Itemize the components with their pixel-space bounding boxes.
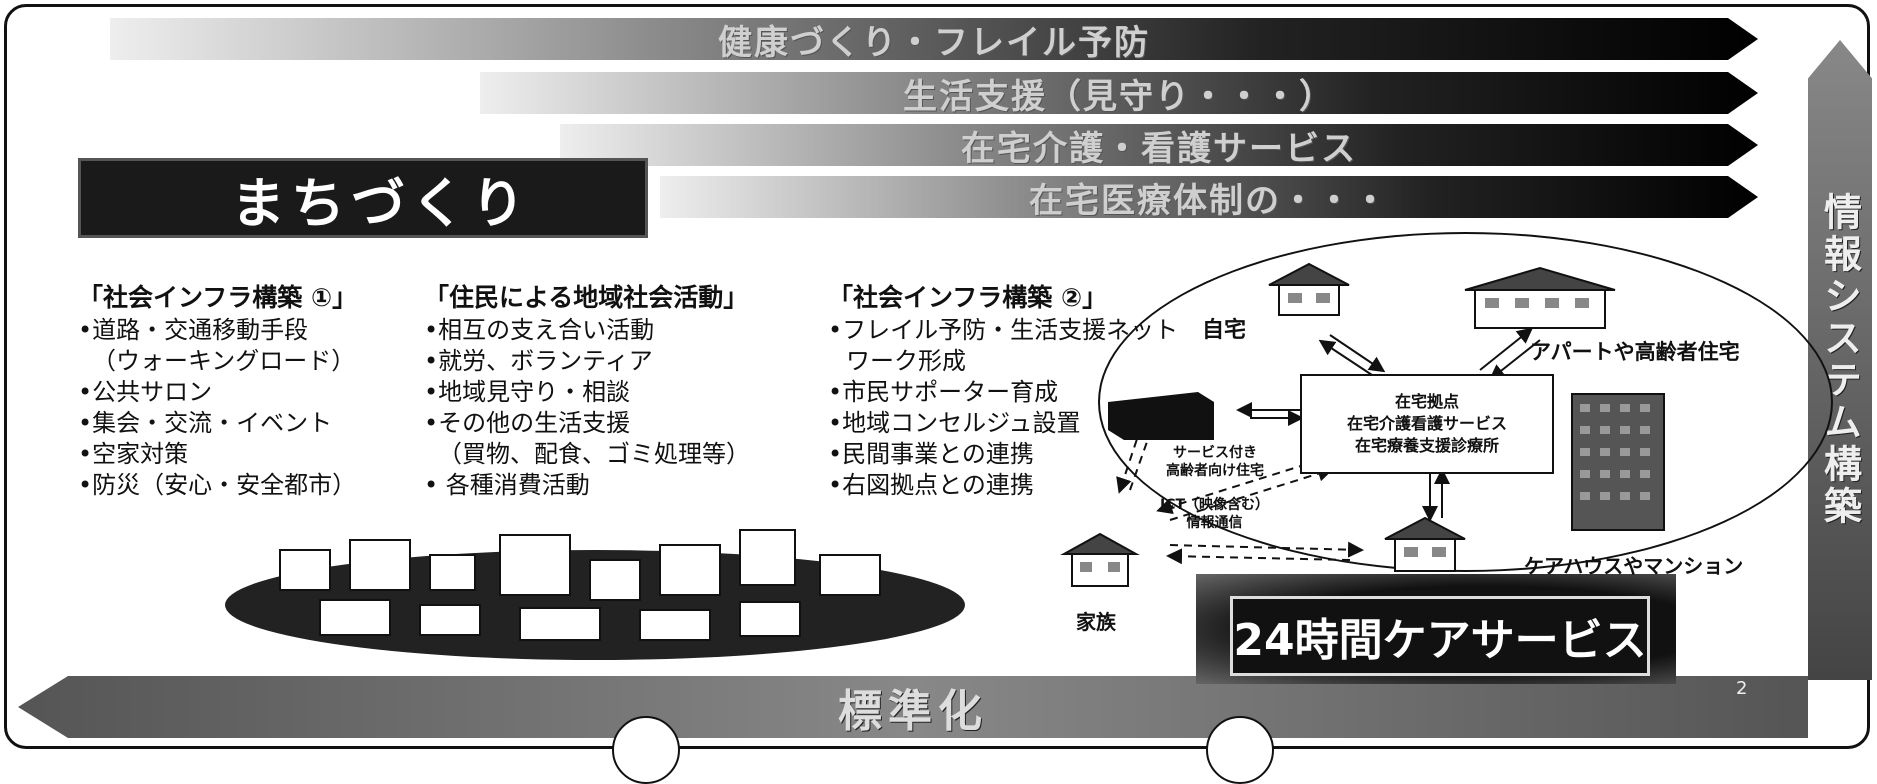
arrow-life-support-label: 生活支援（見守り・・・）	[903, 76, 1335, 117]
list-item: •相互の支え合い活動	[424, 316, 655, 344]
column-infra-2: 「社会インフラ構築 ②」 •フレイル予防・生活支援ネット ワーク形成 •市民サポ…	[828, 282, 1178, 501]
ict-line: ICT（映像含む）	[1160, 497, 1270, 513]
bottom-standardization-bar: 標準化	[18, 676, 1808, 738]
family-house-icon	[1060, 532, 1140, 587]
serviced-housing-line: 高齢者向け住宅	[1166, 463, 1264, 479]
list-item: •集会・交流・イベント	[78, 409, 333, 437]
list-item: •公共サロン	[78, 378, 213, 406]
ict-label: ICT（映像含む） 情報通信	[1160, 496, 1269, 532]
machizukuri-label: まちづくり	[231, 171, 531, 235]
list-item: •民間事業との連携	[828, 440, 1034, 468]
serviced-housing-line: サービス付き	[1173, 445, 1257, 461]
bottom-bar-label: 標準化	[838, 686, 988, 737]
family-label: 家族	[1076, 610, 1116, 634]
hub-line: 在宅療養支援診療所	[1354, 436, 1499, 455]
hub-line: 在宅介護看護サービス	[1346, 414, 1507, 433]
list-item: •フレイル予防・生活支援ネット	[828, 316, 1179, 344]
binder-hole-right	[1206, 716, 1274, 784]
list-item: •道路・交通移動手段	[78, 316, 309, 344]
carehouse-house-icon	[1384, 516, 1466, 572]
machizukuri-banner: まちづくり	[78, 158, 648, 238]
serviced-housing-icon	[1108, 392, 1214, 440]
list-item: • 各種消費活動	[424, 471, 590, 499]
hub-line: 在宅拠点	[1394, 392, 1459, 411]
list-item: •右図拠点との連携	[828, 471, 1034, 499]
arrow-home-care-nursing-label: 在宅介護・看護サービス	[961, 128, 1357, 169]
home-base-box: 在宅拠点 在宅介護看護サービス 在宅療養支援診療所	[1300, 374, 1554, 474]
vertical-bar-label: 情報システム構築	[1817, 192, 1862, 528]
list-item: •その他の生活支援	[424, 409, 631, 437]
home-label: 自宅	[1202, 318, 1247, 343]
list-item: •市民サポーター育成	[828, 378, 1059, 406]
list-item: ワーク形成	[846, 347, 966, 375]
ict-line: 情報通信	[1186, 515, 1243, 531]
arrow-health-frailty-label: 健康づくり・フレイル予防	[718, 22, 1150, 63]
arrow-home-care-nursing: 在宅介護・看護サービス	[560, 124, 1758, 166]
list-item: （ウォーキングロード）	[92, 347, 356, 375]
list-item: （買物、配食、ゴミ処理等）	[438, 440, 750, 468]
column-infra-2-title: 「社会インフラ構築 ②」	[828, 283, 1108, 312]
care-service-label: 24時間ケアサービス	[1233, 615, 1647, 666]
page-number: 2	[1736, 678, 1748, 699]
list-item: •地域見守り・相談	[424, 378, 631, 406]
list-item: •空家対策	[78, 440, 189, 468]
arrow-life-support: 生活支援（見守り・・・）	[480, 72, 1758, 114]
arrow-home-medical-label: 在宅医療体制の・・・	[1029, 180, 1389, 221]
community-ellipse	[1098, 232, 1833, 572]
mansion-building-icon	[1571, 393, 1665, 531]
list-item: •防災（安心・安全都市）	[78, 471, 357, 499]
column-resident-activity-title: 「住民による地域社会活動」	[424, 283, 749, 312]
binder-hole-left	[612, 716, 680, 784]
carehouse-label: ケアハウスやマンション	[1524, 554, 1744, 578]
column-resident-activity: 「住民による地域社会活動」 •相互の支え合い活動 •就労、ボランティア •地域見…	[424, 282, 750, 501]
list-item: •地域コンセルジュ設置	[828, 409, 1081, 437]
list-item: •就労、ボランティア	[424, 347, 653, 375]
town-illustration	[225, 529, 965, 660]
care-service-box: 24時間ケアサービス	[1230, 596, 1650, 676]
arrow-health-frailty: 健康づくり・フレイル予防	[110, 18, 1758, 60]
apartment-house-icon	[1464, 266, 1616, 329]
home-house-icon	[1268, 262, 1350, 316]
column-infra-1: 「社会インフラ構築 ①」 •道路・交通移動手段 （ウォーキングロード） •公共サ…	[78, 282, 357, 501]
serviced-housing-label: サービス付き 高齢者向け住宅	[1166, 444, 1264, 480]
apartment-label: アパートや高齢者住宅	[1530, 340, 1740, 364]
arrow-home-medical: 在宅医療体制の・・・	[660, 176, 1758, 218]
column-infra-1-title: 「社会インフラ構築 ①」	[78, 283, 358, 312]
